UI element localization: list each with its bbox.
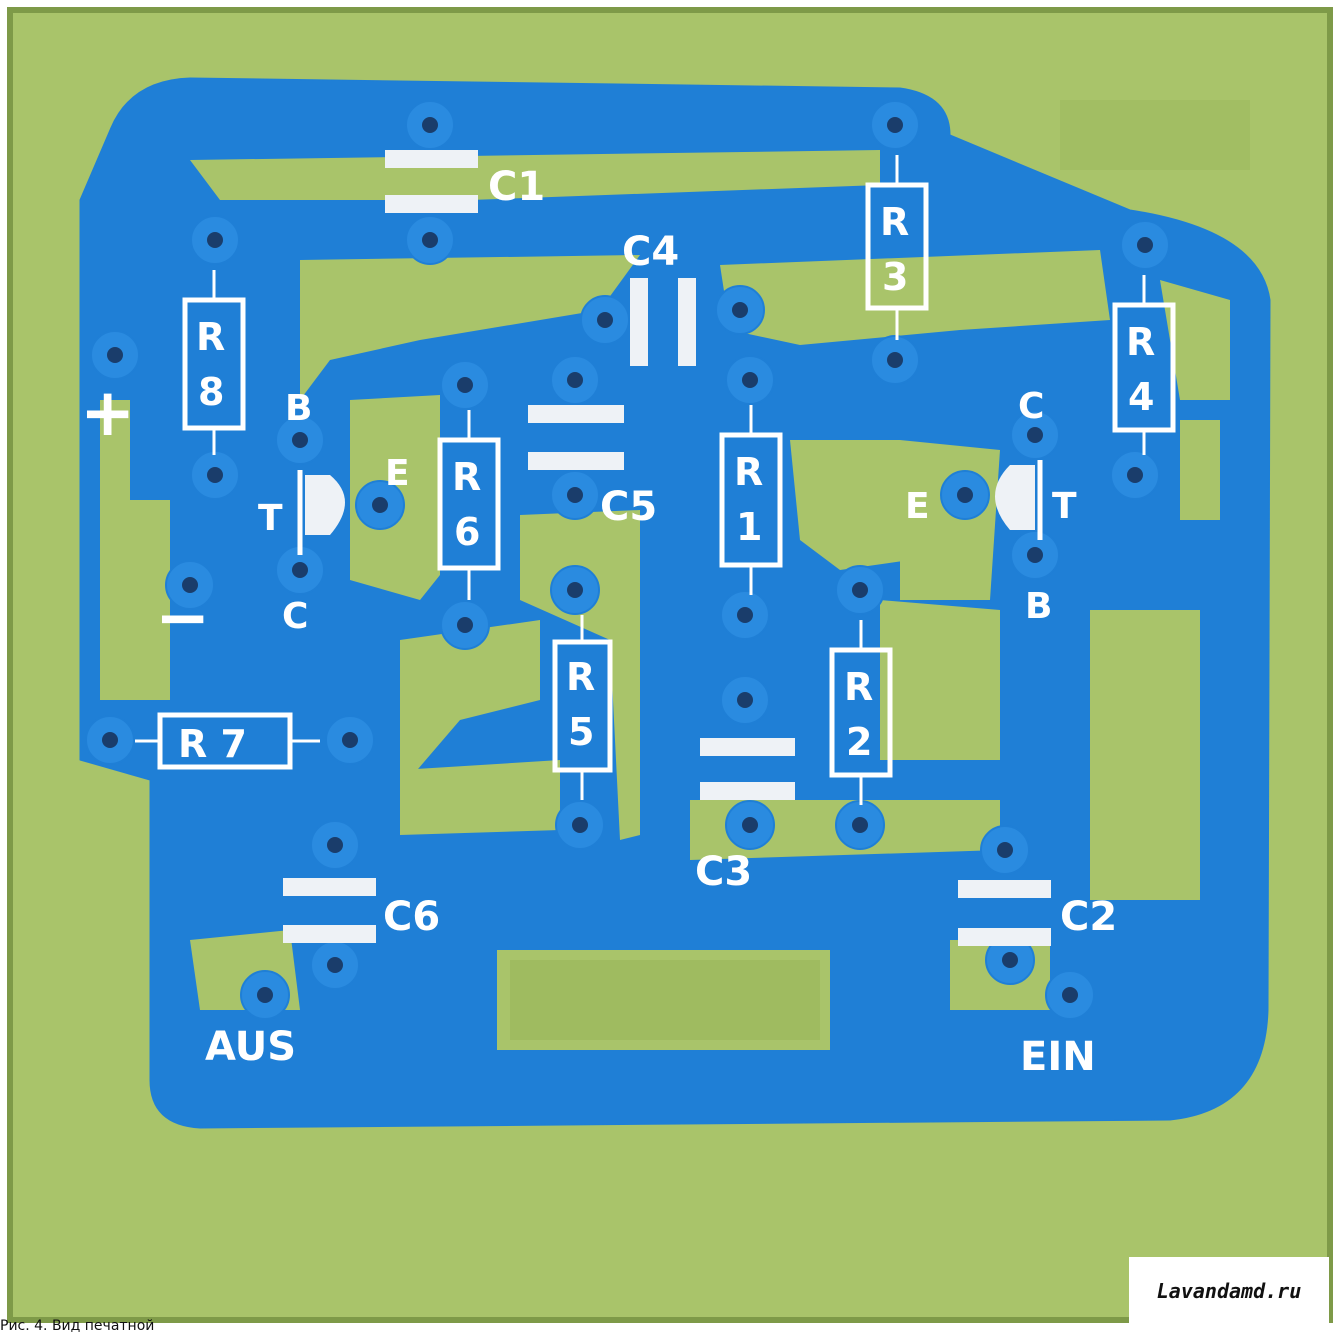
label-right-e: E (905, 486, 930, 527)
label-r1-a: R (734, 450, 763, 494)
top-right-print (1060, 100, 1250, 170)
label-c5: C5 (600, 484, 657, 530)
figure-caption: Рис. 4. Вид печатной (0, 1319, 155, 1333)
label-minus: − (155, 579, 210, 656)
board-edge (7, 7, 1333, 1323)
label-r4-a: R (1126, 320, 1155, 364)
label-r7: R 7 (178, 722, 247, 766)
label-r5-a: R (566, 655, 595, 699)
label-left-c: C (282, 596, 308, 637)
label-r4-b: 4 (1128, 375, 1154, 419)
label-r3-a: R (880, 200, 909, 244)
label-c4: C4 (622, 229, 679, 275)
label-r8-b: 8 (198, 370, 224, 414)
label-left-b: B (285, 388, 312, 429)
label-r2-b: 2 (846, 720, 872, 764)
transistor-left (297, 470, 345, 555)
label-left-e: E (385, 453, 410, 494)
label-r6-b: 6 (454, 510, 480, 554)
capacitor-symbols (283, 150, 1051, 946)
label-c2: C2 (1060, 894, 1117, 940)
label-right-b: B (1025, 586, 1052, 627)
label-r3-b: 3 (882, 255, 908, 299)
label-window-inner (510, 960, 820, 1040)
label-c1: C1 (488, 164, 545, 210)
label-r1-b: 1 (736, 505, 762, 549)
label-c6: C6 (383, 894, 440, 940)
label-plus: + (80, 374, 135, 451)
resistor-leads (135, 155, 1146, 805)
label-r6-a: R (452, 455, 481, 499)
transistor-right (995, 460, 1043, 540)
label-ein: EIN (1020, 1034, 1096, 1080)
label-aus: AUS (205, 1024, 296, 1070)
label-r8-a: R (196, 315, 225, 359)
label-left-t: T (258, 498, 283, 539)
silkscreen-labels: C1 C4 C5 C3 C6 C2 R 8 R 3 R 4 R 6 R 1 R … (80, 164, 1155, 1080)
label-c3: C3 (695, 849, 752, 895)
pads (85, 100, 1170, 1020)
label-r2-a: R (844, 665, 873, 709)
label-right-t: T (1052, 486, 1077, 527)
watermark: Lavandamd.ru (1129, 1257, 1329, 1325)
label-r5-b: 5 (568, 710, 594, 754)
label-right-c: C (1018, 386, 1044, 427)
